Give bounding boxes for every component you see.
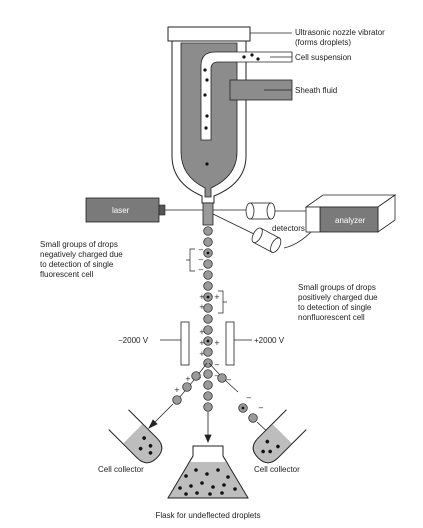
droplet-icon <box>203 402 213 412</box>
neg-desc-3: to detection of single <box>40 260 114 269</box>
droplet-icon <box>203 358 213 368</box>
detector-1 <box>245 202 276 220</box>
droplet-icon <box>203 303 213 313</box>
cell-dot-icon <box>250 53 254 57</box>
positive-charge-signs: + + + <box>199 293 220 311</box>
left-collector-label: Cell collector <box>98 465 144 474</box>
voltage-right: +2000 V <box>254 336 285 345</box>
cell-dot-icon <box>203 68 207 72</box>
left-trajectory <box>178 362 208 399</box>
cell-dot-icon <box>205 78 209 82</box>
laser-aperture <box>158 204 166 216</box>
cell-suspension-label: Cell suspension <box>295 53 351 62</box>
svg-text:+: + <box>199 303 205 311</box>
droplet-icon <box>217 373 227 383</box>
droplet-icon <box>248 413 258 423</box>
droplet-icon <box>203 391 213 401</box>
analyzer-label: analyzer <box>335 216 366 225</box>
cell-dot-icon <box>206 339 210 343</box>
undeflected-flask <box>167 445 249 499</box>
positive-deflection-plate <box>225 321 235 366</box>
neg-desc-4: fluorescent cell <box>40 270 94 279</box>
laser-box <box>85 197 160 223</box>
right-collector-label: Cell collector <box>254 465 300 474</box>
detectors-label: detectors <box>272 224 305 233</box>
nozzle-label-2: (forms droplets) <box>295 38 351 47</box>
svg-text:−: − <box>214 372 220 380</box>
cell-dot-icon <box>205 162 209 166</box>
detector-2 <box>251 227 282 253</box>
svg-text:−: − <box>214 361 220 369</box>
droplet-icon <box>191 371 201 381</box>
svg-text:+: + <box>214 293 220 301</box>
cell-dot-icon <box>204 126 208 130</box>
negative-bracket <box>186 248 195 272</box>
beam-to-detector-2 <box>212 213 255 235</box>
left-deflected-droplets <box>172 371 201 405</box>
droplet-icon <box>203 226 213 236</box>
droplet-icon <box>203 259 213 269</box>
neg-desc-1: Small groups of drops <box>40 240 118 249</box>
cell-dot-icon <box>206 295 210 299</box>
droplet-icon <box>203 369 213 379</box>
right-drop-sign: − <box>246 394 252 402</box>
cell-dot-icon <box>205 114 209 118</box>
cell-dot-icon <box>241 406 245 410</box>
pos-desc-4: nonfluorescent cell <box>298 313 365 322</box>
neg-desc-2: negatively charged due <box>40 250 123 259</box>
pos-desc-1: Small groups of drops <box>298 283 376 292</box>
cell-dot-icon <box>206 251 210 255</box>
cell-dot-icon <box>203 93 207 97</box>
droplet-icon <box>203 347 213 357</box>
trajectory-arrows <box>148 403 277 444</box>
left-drop-sign: + <box>174 386 180 394</box>
droplet-icon <box>203 237 213 247</box>
svg-text:−: − <box>198 246 204 254</box>
voltage-left: −2000 V <box>118 336 149 345</box>
nozzle-vibrator <box>167 26 251 42</box>
negative-deflection-plate <box>180 321 190 366</box>
svg-text:−: − <box>226 376 232 384</box>
flask-label: Flask for undeflected droplets <box>156 511 261 520</box>
pos-desc-3: to detection of single <box>298 303 372 312</box>
fluid-stream <box>202 202 214 226</box>
cell-dot-icon <box>256 57 260 61</box>
droplet-icon <box>203 314 213 324</box>
right-deflected-droplets <box>217 373 258 423</box>
svg-text:+: + <box>199 339 205 347</box>
cells-in-droplets <box>206 251 210 343</box>
nozzle-label-1: Ultrasonic nozzle vibrator <box>295 28 385 37</box>
svg-text:+: + <box>214 339 220 347</box>
positive-bracket <box>218 290 227 314</box>
droplet-icon <box>182 382 192 392</box>
cell-suspension-tube <box>200 51 293 141</box>
negative-charge-signs: − − − <box>198 246 204 274</box>
svg-text:+: + <box>199 350 205 358</box>
analyzer-box <box>304 194 397 233</box>
svg-text:+: + <box>199 293 205 301</box>
left-collector-tube <box>108 409 163 464</box>
right-drop-sign-2: − <box>258 404 264 412</box>
droplet-icon <box>172 395 182 405</box>
droplet-icon <box>203 281 213 291</box>
cells-in-tube <box>203 53 260 166</box>
laser-label: laser <box>112 206 130 215</box>
cell-dot-icon <box>242 55 246 59</box>
sheath-fluid-label: Sheath fluid <box>295 86 337 95</box>
pos-desc-2: positively charged due <box>298 293 378 302</box>
right-collector-tube <box>252 409 307 464</box>
droplet-icon <box>203 270 213 280</box>
left-drop-sign-2: + <box>185 375 191 383</box>
svg-text:+: + <box>199 328 205 336</box>
droplet-icon <box>203 380 213 390</box>
svg-text:−: − <box>198 266 204 274</box>
droplet-icon <box>203 325 213 335</box>
svg-text:−: − <box>198 256 204 264</box>
